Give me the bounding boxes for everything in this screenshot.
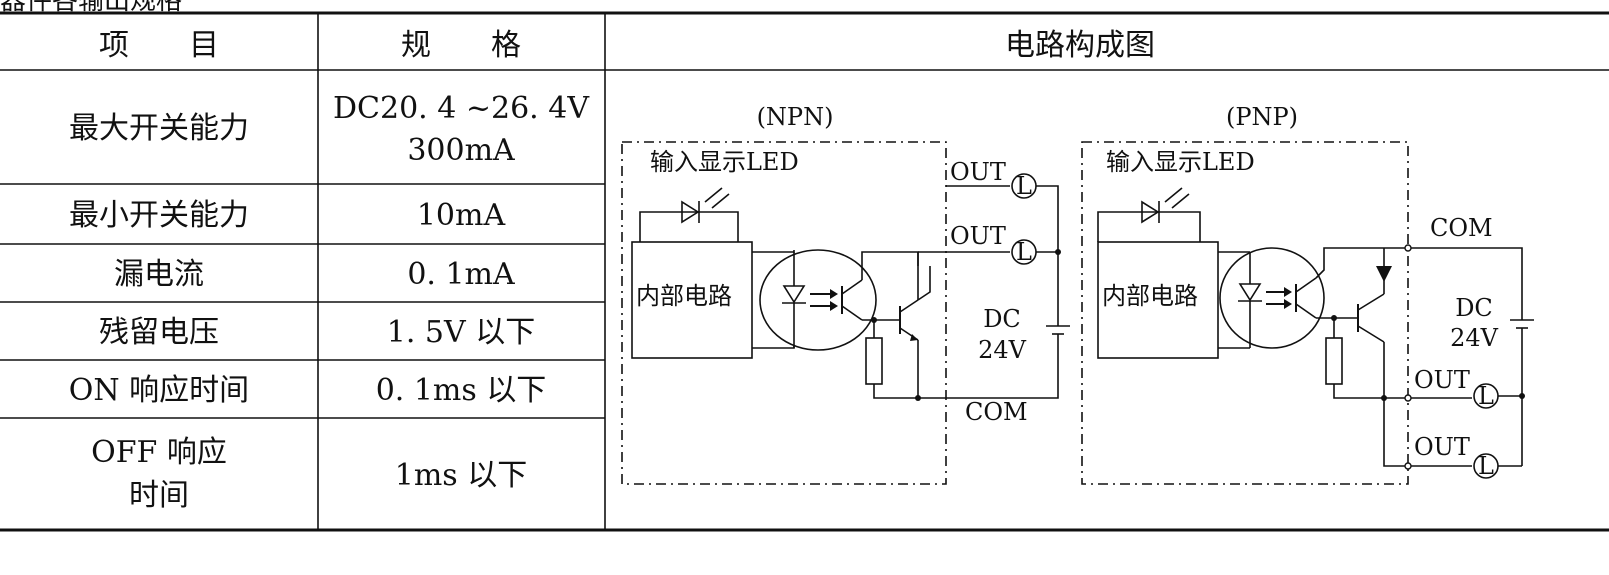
pnp-resistor [1325, 337, 1343, 385]
npn-out1-label: OUT [950, 158, 1006, 186]
pnp-load1-label: L [1478, 382, 1494, 410]
pnp-out2-label: OUT [1414, 433, 1470, 461]
npn-volt-label: 24V [978, 336, 1027, 364]
npn-com-label: COM [965, 398, 1028, 426]
npn-out2-label: OUT [950, 222, 1006, 250]
npn-photocoupler [759, 249, 877, 351]
row-spec: 10mA [417, 198, 506, 233]
npn-load1-label: L [1016, 172, 1032, 200]
npn-boundary [621, 141, 947, 485]
row-spec: 0. 1ms 以下 [376, 373, 547, 408]
pnp-internal-block [1097, 241, 1219, 359]
header-diagram: 电路构成图 [1005, 28, 1155, 63]
pnp-com-label: COM [1430, 214, 1493, 242]
pnp-photocoupler [1219, 247, 1325, 349]
row-item: 最大开关能力 [69, 111, 249, 146]
header-item: 项 目 [99, 28, 219, 63]
npn-title: (NPN) [757, 103, 834, 131]
npn-resistor [865, 337, 883, 385]
npn-led-label: 输入显示LED [650, 148, 799, 176]
npn-internal-block [631, 241, 753, 359]
row-item: 最小开关能力 [69, 198, 249, 233]
row-spec: 0. 1mA [407, 257, 515, 292]
npn-led-icon [681, 200, 700, 224]
pnp-dc-label: DC [1455, 294, 1493, 322]
table-caption: 器件各输出规格 [0, 0, 183, 16]
pnp-title: (PNP) [1226, 103, 1298, 131]
header-spec: 规 格 [401, 28, 521, 63]
pnp-boundary [1081, 141, 1409, 485]
row-item: ON 响应时间 [69, 373, 249, 408]
row-spec: DC20. 4 ~26. 4V [333, 91, 590, 126]
row-item: 时间 [129, 478, 189, 513]
pnp-out1-label: OUT [1414, 366, 1470, 394]
npn-block-label: 内部电路 [636, 282, 732, 310]
pnp-volt-label: 24V [1450, 324, 1499, 352]
row-spec: 300mA [407, 133, 515, 168]
npn-load2-label: L [1016, 238, 1032, 266]
row-item: OFF 响应 [91, 435, 227, 470]
row-item: 漏电流 [114, 257, 204, 292]
row-item: 残留电压 [99, 315, 219, 350]
pnp-circuit: (PNP) 输入显示LED 内部电路 [1081, 103, 1534, 485]
row-spec: 1. 5V 以下 [387, 315, 535, 350]
pnp-load2-label: L [1478, 452, 1494, 480]
npn-dc-label: DC [983, 305, 1021, 333]
pnp-led-icon [1141, 200, 1160, 224]
pnp-led-label: 输入显示LED [1106, 148, 1255, 176]
pnp-block-label: 内部电路 [1102, 282, 1198, 310]
row-spec: 1ms 以下 [395, 458, 527, 493]
npn-circuit: (NPN) 输入显示LED 内部电路 [621, 103, 1070, 485]
